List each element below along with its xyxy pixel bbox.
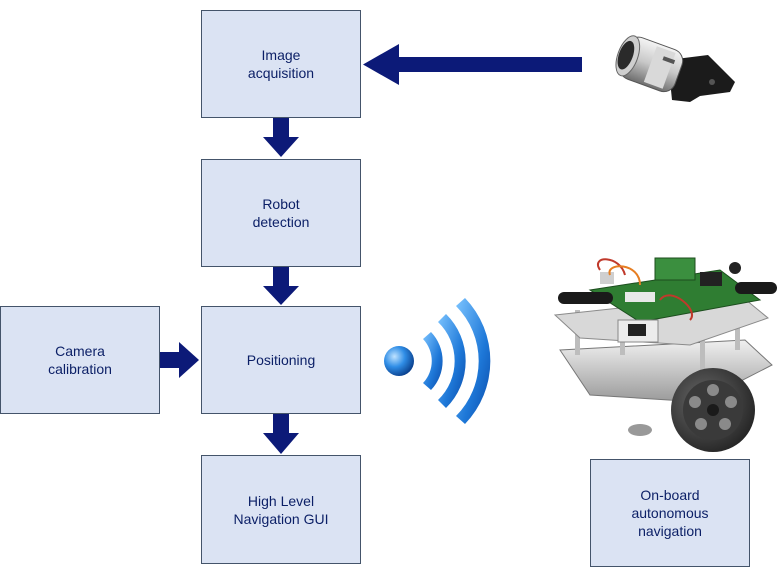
robot-detection-label: Robot detection (252, 196, 310, 230)
camera-calibration-box: Camera calibration (0, 306, 160, 414)
positioning-box: Positioning (201, 306, 361, 414)
camera-icon (615, 35, 735, 102)
robot-icon (553, 257, 777, 452)
onboard-navigation-label: On-board autonomous navigation (631, 487, 709, 539)
arrow-camera-to-acquisition (363, 44, 582, 85)
arrow-calibration-to-positioning (160, 342, 199, 378)
onboard-navigation-box: On-board autonomous navigation (590, 459, 750, 567)
arrow-detection-to-positioning (263, 267, 299, 305)
arrow-positioning-to-gui (263, 414, 299, 454)
image-acquisition-box: Image acquisition (201, 10, 361, 118)
wireless-signal-icon (384, 298, 491, 424)
arrow-acquisition-to-detection (263, 118, 299, 157)
camera-calibration-label: Camera calibration (48, 343, 112, 377)
positioning-label: Positioning (246, 352, 316, 368)
high-level-gui-label: High Level Navigation GUI (233, 492, 329, 527)
image-acquisition-label: Image acquisition (247, 47, 315, 81)
robot-detection-box: Robot detection (201, 159, 361, 267)
high-level-gui-box: High Level Navigation GUI (201, 455, 361, 564)
